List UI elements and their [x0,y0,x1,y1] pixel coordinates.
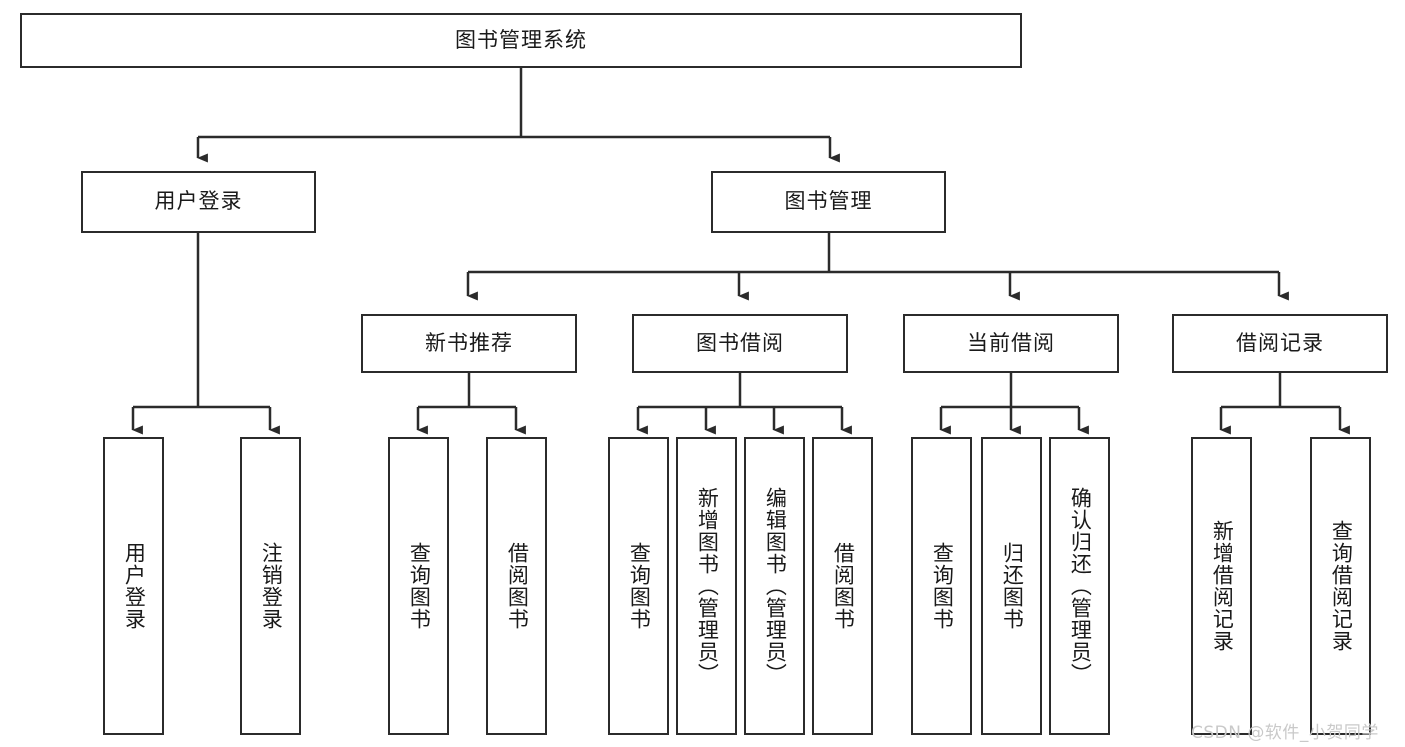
node-borrow-record[interactable]: 借阅记录 [1172,314,1388,373]
node-leaf-return-book[interactable]: 归还图书 [981,437,1042,735]
node-user-login[interactable]: 用户登录 [81,171,316,233]
node-book-management[interactable]: 图书管理 [711,171,946,233]
node-label: 用户登录 [122,542,147,630]
node-label: 新书推荐 [425,330,513,355]
node-leaf-query-book-borrow[interactable]: 查询图书 [608,437,669,735]
node-current-borrow[interactable]: 当前借阅 [903,314,1119,373]
node-label: 查询借阅记录 [1329,520,1354,652]
node-label: 确认归还（管理员） [1068,487,1093,685]
node-label: 归还图书 [1000,542,1025,630]
node-leaf-borrow-book-newbook[interactable]: 借阅图书 [486,437,547,735]
node-book-borrow[interactable]: 图书借阅 [632,314,848,373]
node-new-book-recommend[interactable]: 新书推荐 [361,314,577,373]
node-leaf-query-book-newbook[interactable]: 查询图书 [388,437,449,735]
node-label: 查询图书 [407,542,432,630]
node-leaf-confirm-return-admin[interactable]: 确认归还（管理员） [1049,437,1110,735]
node-leaf-logout[interactable]: 注销登录 [240,437,301,735]
node-leaf-add-book-admin[interactable]: 新增图书（管理员） [676,437,737,735]
node-label: 图书借阅 [696,330,784,355]
node-label: 借阅图书 [505,542,530,630]
node-label: 新增图书（管理员） [695,487,720,685]
node-label: 编辑图书（管理员） [763,487,788,685]
node-label: 借阅图书 [831,542,856,630]
node-leaf-borrow-book[interactable]: 借阅图书 [812,437,873,735]
node-label: 查询图书 [930,542,955,630]
node-root-book-management-system[interactable]: 图书管理系统 [20,13,1022,68]
node-label: 注销登录 [259,542,284,630]
node-label: 用户登录 [154,189,243,214]
node-leaf-add-borrow-record[interactable]: 新增借阅记录 [1191,437,1252,735]
node-label: 图书管理系统 [455,27,587,52]
node-leaf-edit-book-admin[interactable]: 编辑图书（管理员） [744,437,805,735]
node-label: 新增借阅记录 [1210,520,1235,652]
node-leaf-user-login[interactable]: 用户登录 [103,437,164,735]
node-leaf-query-book-current[interactable]: 查询图书 [911,437,972,735]
node-label: 借阅记录 [1236,330,1324,355]
node-label: 查询图书 [627,542,652,630]
node-label: 当前借阅 [967,330,1055,355]
node-leaf-query-borrow-record[interactable]: 查询借阅记录 [1310,437,1371,735]
node-label: 图书管理 [784,189,873,214]
